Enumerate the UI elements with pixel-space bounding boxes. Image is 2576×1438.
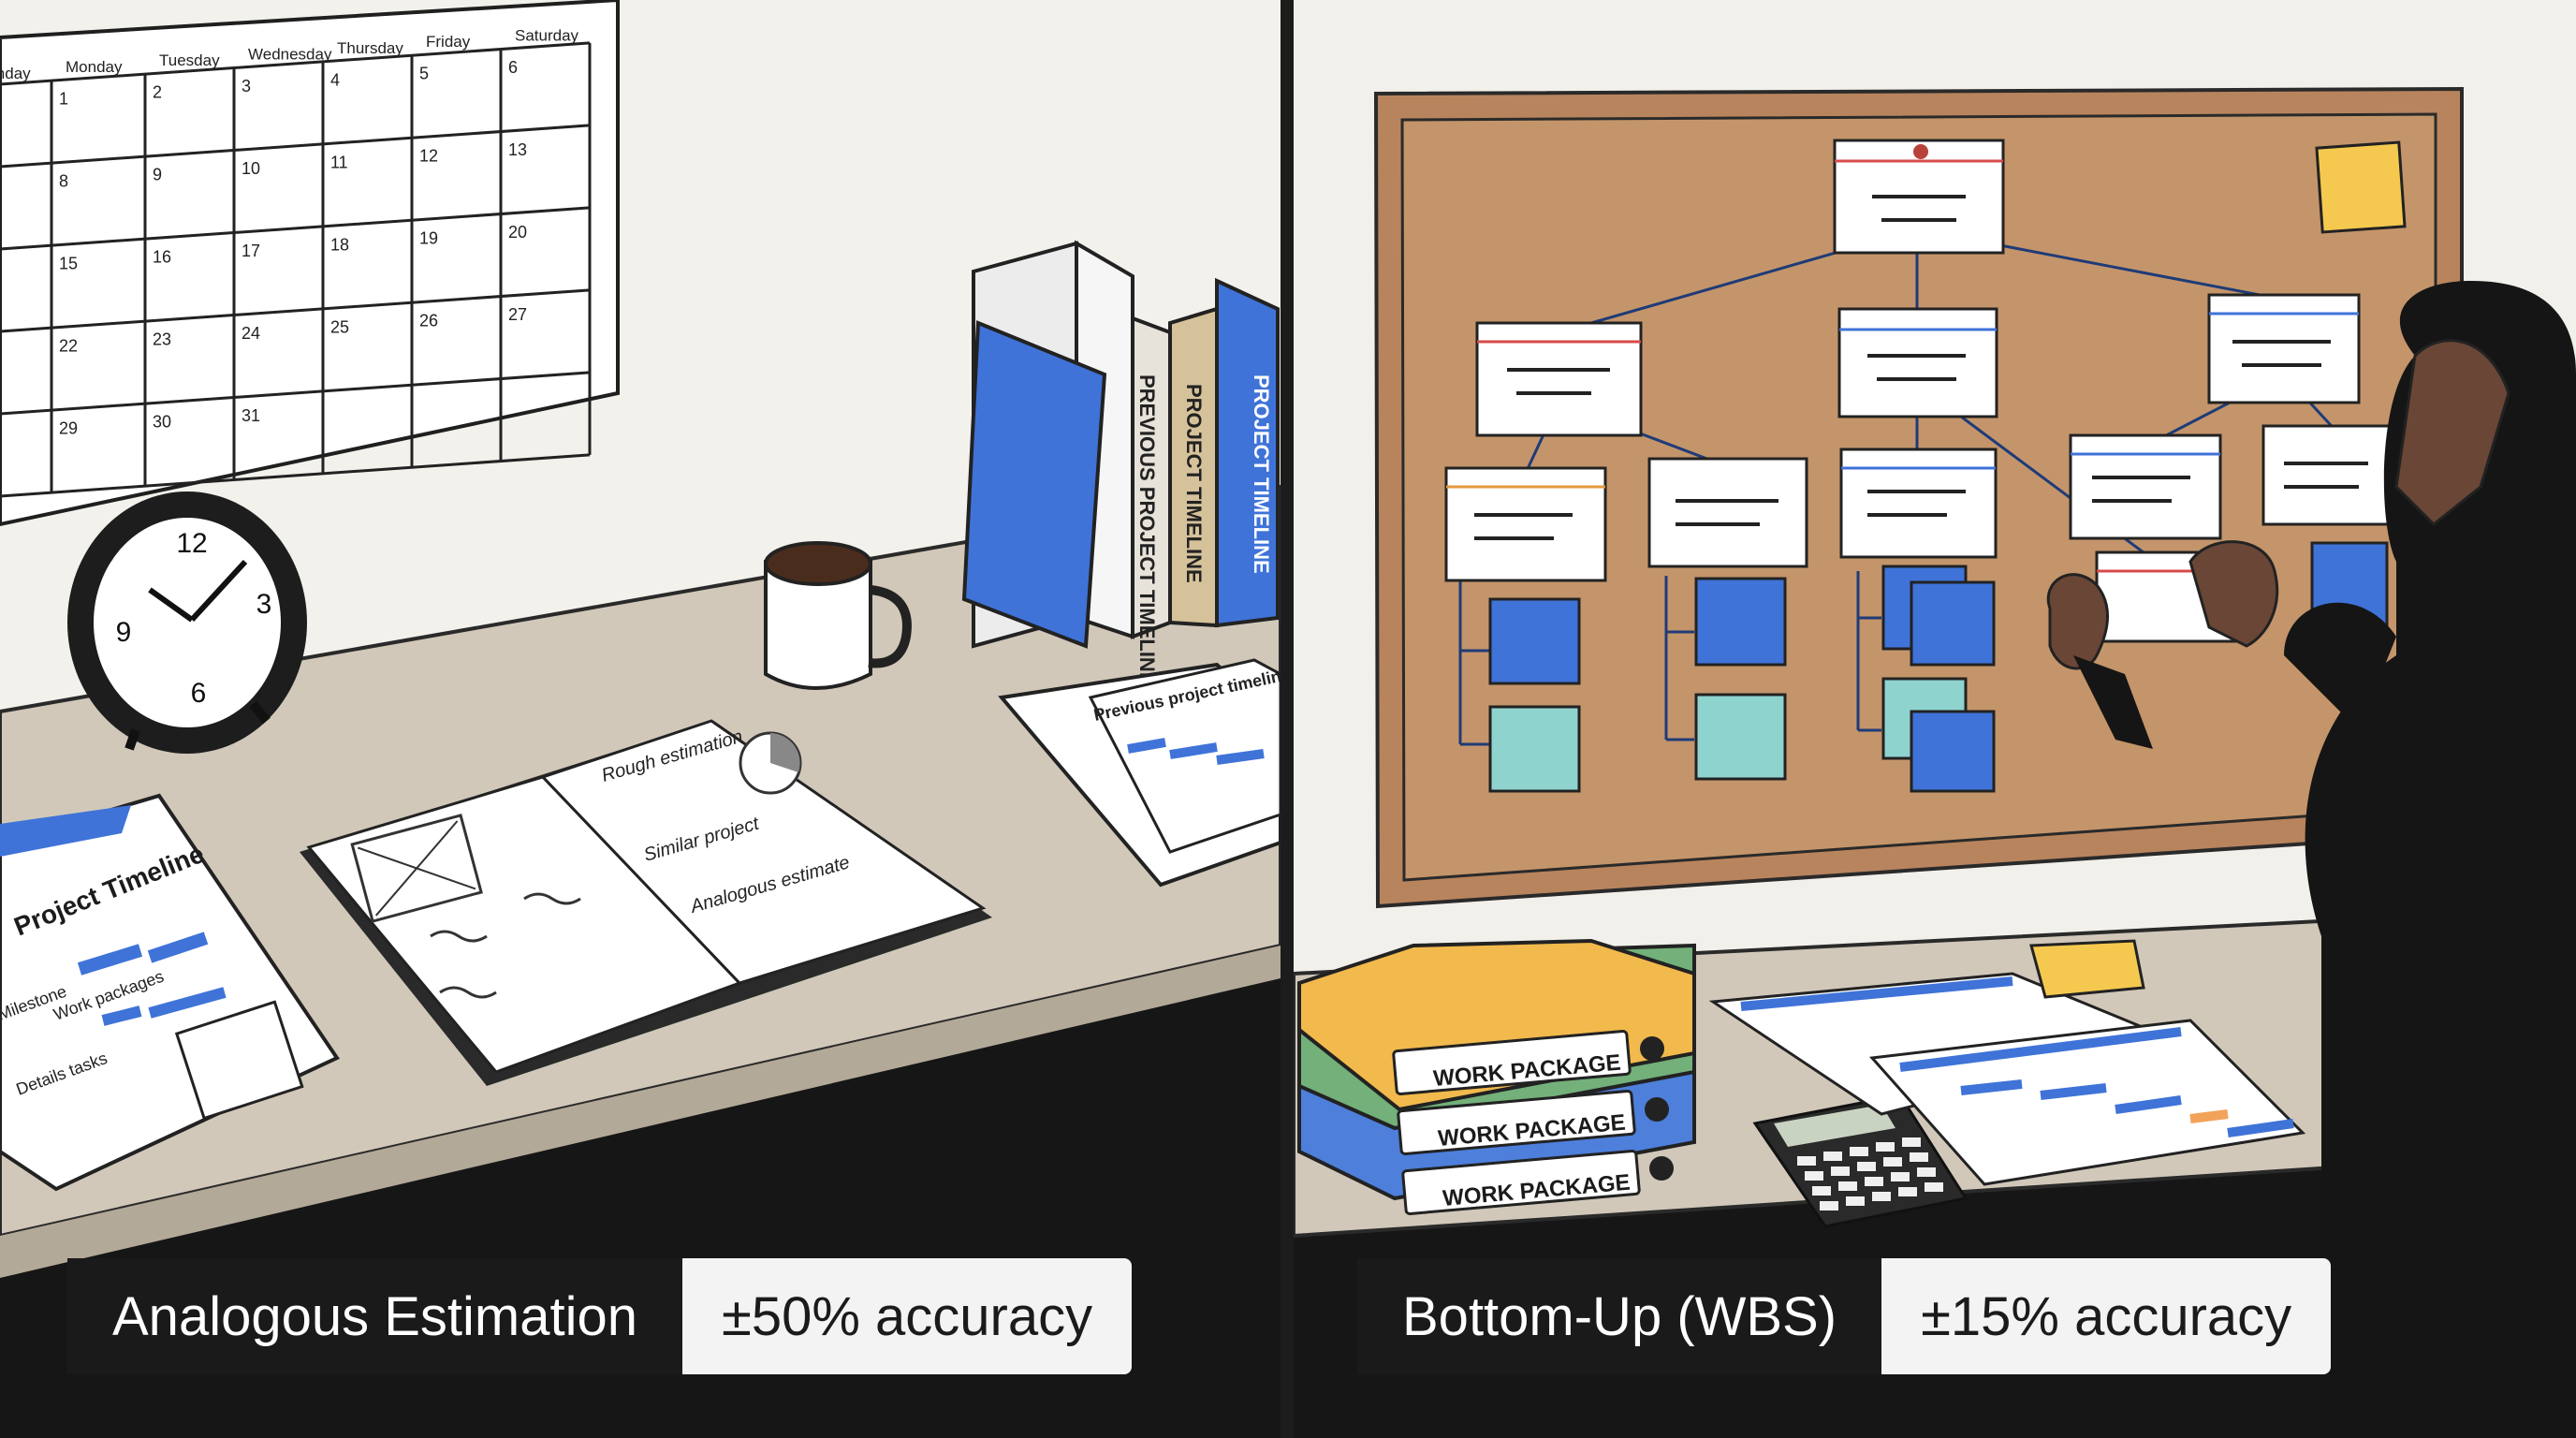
- calendar-date: 5: [419, 65, 429, 83]
- wbs-card-l2-a: [1444, 466, 1607, 582]
- calendar-date: 1: [59, 90, 68, 109]
- calendar-weekday: Saturday: [515, 27, 579, 45]
- calendar-date: 11: [330, 153, 348, 171]
- calendar-date: 3: [242, 77, 251, 95]
- calendar-date: 10: [242, 159, 260, 178]
- calendar-weekday: Monday: [66, 58, 123, 76]
- calendar-weekday: Tuesday: [159, 51, 220, 69]
- calendar-date: 29: [59, 419, 78, 438]
- wbs-card-l2-c: [1839, 448, 1998, 559]
- right-caption-label: Bottom-Up (WBS): [1357, 1258, 1882, 1374]
- calculator: [1752, 1093, 1969, 1228]
- calendar-date: 18: [330, 235, 349, 254]
- calendar-date: 12: [419, 147, 438, 166]
- calendar-date: 4: [330, 70, 340, 89]
- person-arranging-cards: [2046, 281, 2576, 1438]
- calendar-date: 15: [59, 255, 78, 273]
- calendar-date: 20: [508, 223, 527, 242]
- calendar-weekday-row: Sunday Monday Tuesday Wednesday Thursday Frid…: [0, 27, 579, 82]
- left-caption-label: Analogous Estimation: [67, 1258, 682, 1374]
- binder-stack: WORK PACKAGE WORK PACKAGE WORK PACKAGE: [1297, 938, 1696, 1215]
- right-caption-accuracy: ±15% accuracy: [1881, 1258, 2332, 1374]
- wbs-card-l2-d: [2069, 433, 2222, 540]
- clock-6: 6: [191, 678, 207, 709]
- calendar-date: 25: [330, 317, 349, 336]
- calendar-date: 24: [242, 324, 260, 343]
- gantt-sheets: [1708, 939, 2306, 1186]
- left-scene: Sunday Monday Tuesday Wednesday Thursday Frid…: [0, 0, 1293, 1278]
- clock-3: 3: [256, 589, 272, 620]
- book-spine-previous: PREVIOUS PROJECT TIMELINE: [1135, 374, 1159, 686]
- calendar-date: 9: [153, 166, 162, 184]
- coffee-mug: [764, 541, 912, 690]
- clock-12: 12: [176, 528, 207, 559]
- calendar-date: 27: [508, 305, 527, 324]
- calendar-date: 17: [242, 242, 260, 260]
- right-caption: Bottom-Up (WBS) ±15% accuracy: [1357, 1258, 2332, 1374]
- book-spine-timeline: PROJECT TIMELINE: [1182, 384, 1206, 583]
- calendar-date: 26: [419, 312, 438, 330]
- calendar-grid: [0, 41, 592, 498]
- left-caption: Analogous Estimation ±50% accuracy: [67, 1258, 1133, 1374]
- sticky-notes: [1488, 140, 2407, 793]
- calendar-weekday: Sunday: [0, 65, 31, 82]
- right-scene: WORK PACKAGE WORK PACKAGE WORK PACKAGE: [1292, 0, 2576, 1438]
- calendar-weekday: Thursday: [337, 39, 403, 57]
- calendar-date: 19: [419, 229, 438, 248]
- clock-9: 9: [116, 617, 132, 648]
- book-spine-timeline-blue: PROJECT TIMELINE: [1250, 374, 1273, 574]
- calendar-date: 2: [153, 83, 162, 102]
- wbs-card-l1-b: [1837, 307, 1998, 418]
- wall-calendar: Sunday Monday Tuesday Wednesday Thursday Frid…: [0, 0, 620, 527]
- calendar-date: 16: [153, 248, 171, 267]
- book-stack: PREVIOUS PROJECT TIMELINE PROJECT TIMELI…: [961, 240, 1280, 686]
- calendar-date: 6: [508, 58, 518, 77]
- wbs-card-l2-b: [1647, 457, 1808, 568]
- calendar-weekday: Friday: [426, 33, 471, 51]
- open-notebook: Rough estimation Similar project Analogo…: [300, 719, 992, 1086]
- calendar-date: 8: [59, 172, 68, 191]
- desk-clock: 12 3 6 9: [67, 492, 307, 754]
- left-caption-accuracy: ±50% accuracy: [682, 1258, 1133, 1374]
- calendar-weekday: Wednesday: [248, 45, 332, 63]
- calendar-date: 22: [59, 337, 78, 356]
- calendar-date: 23: [153, 330, 171, 349]
- wbs-card-l1-c: [2207, 293, 2361, 404]
- calendar-date: 30: [153, 413, 171, 432]
- panel-divider: [1281, 0, 1294, 1438]
- wbs-card-l2-e: [2261, 424, 2392, 526]
- wbs-cards: [1444, 139, 2392, 643]
- wbs-card-l1-a: [1475, 321, 1643, 437]
- calendar-date: 13: [508, 140, 527, 159]
- calendar-date: 31: [242, 406, 260, 425]
- project-timeline-document: Project Timeline Milestone Work packages…: [0, 793, 340, 1192]
